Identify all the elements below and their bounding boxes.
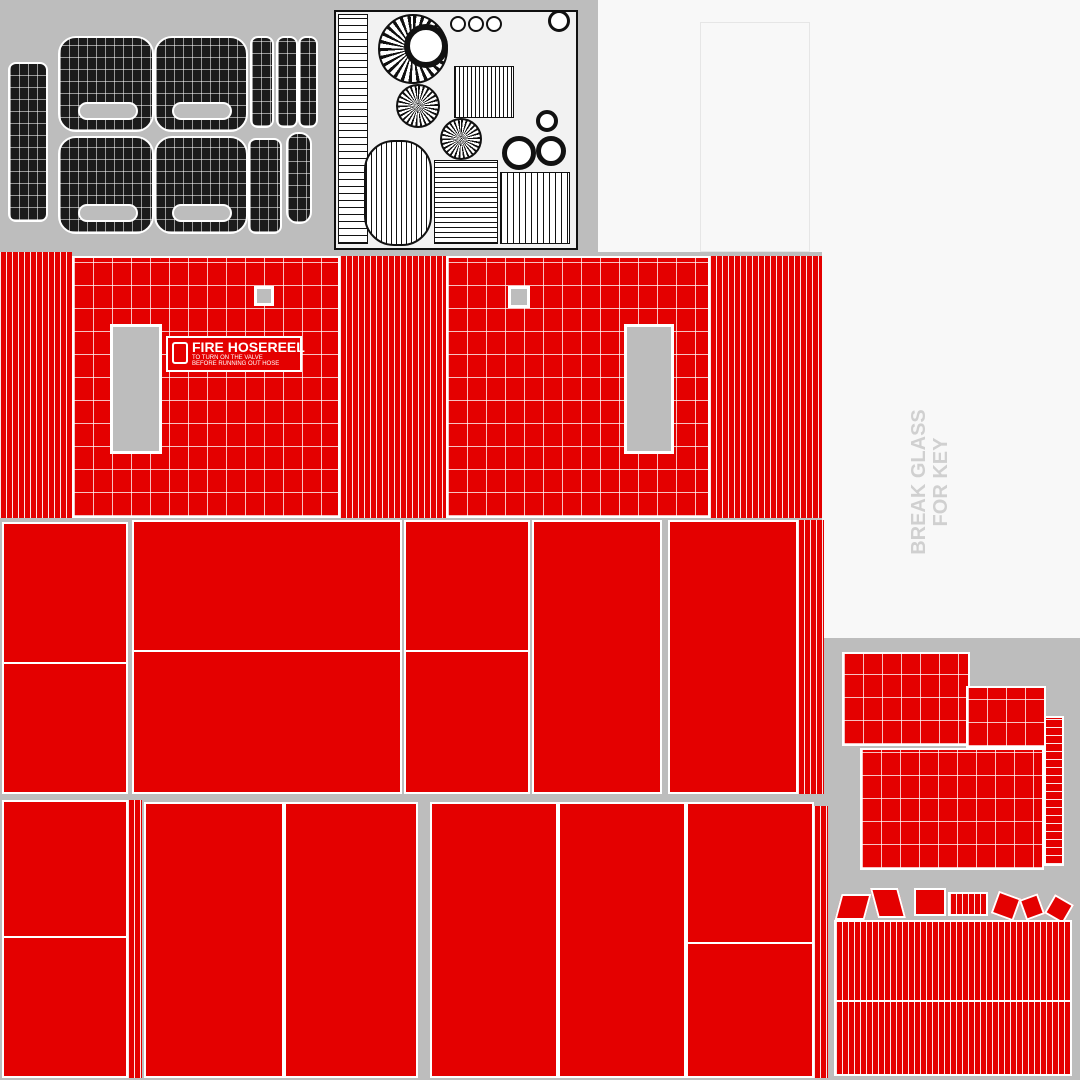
ring-part-5 [502,136,536,170]
bracket-piece-5 [990,890,1022,922]
gear-small-icon [396,84,440,128]
ring-part-8 [548,10,570,32]
break-glass-line2: FOR KEY [930,437,952,527]
slot-2 [172,102,232,120]
bracket-piece-3 [914,888,946,916]
mid-panel-5 [668,520,798,794]
reel-bar [338,14,368,244]
black-part-strip [8,62,48,222]
bracket-piece-6 [1018,893,1046,921]
gear-mid-icon [440,118,482,160]
slot-1 [78,102,138,120]
side-part-tabs [966,686,1046,748]
slot-3 [78,204,138,222]
bottom-strip [128,800,142,1078]
bottom-panel-5 [558,802,686,1078]
reel-bracket-2 [454,66,514,118]
black-part-small-4 [248,138,282,234]
ring-part-4 [486,16,502,32]
ring-part-3 [468,16,484,32]
bottom-right-block [834,920,1072,1076]
ring-part-6 [536,136,566,166]
mid-panel-1-rule [4,662,128,664]
black-part-small-2 [276,36,298,128]
mid-panel-2-rule [134,650,400,652]
bottom-right-rule [836,1000,1070,1002]
mid-panel-4 [532,520,662,794]
black-part-small-1 [250,36,274,128]
label-panel-outline [700,22,810,252]
bottom-panel-2 [144,802,284,1078]
sign-line1: TO TURN ON THE VALVE [192,355,263,361]
sign-line2: BEFORE RUNNING OUT HOSE [192,361,280,367]
mid-panel-2 [132,520,402,794]
bracket-piece-2 [869,888,907,918]
bottom-panel-4 [430,802,558,1078]
slot-4 [172,204,232,222]
label-panel-lower [822,252,1080,638]
black-part-small-3 [298,36,318,128]
mid-panel-1 [2,522,128,794]
bottom-edge-strip [814,806,828,1078]
mid-panel-3 [404,520,530,794]
reel-bracket [500,172,570,244]
reel-drum [364,140,432,246]
break-glass-label: BREAK GLASS FOR KEY [830,409,1030,555]
ring-part-1 [404,24,448,68]
break-glass-line1: BREAK GLASS [908,409,930,555]
bottom-panel-6-rule [688,942,812,944]
label-panel [598,0,1080,252]
fire-hose-sign: FIRE HOSEREEL TO TURN ON THE VALVE BEFOR… [166,336,305,372]
hose-icon [172,342,188,364]
lock-square-right [508,286,530,308]
side-part-grid [842,652,970,746]
bottom-panel-3 [284,802,418,1078]
black-part-small-5 [286,132,312,224]
edge-strips-right [710,256,822,518]
sign-title: FIRE HOSEREEL [192,339,305,355]
side-part-strip [1044,716,1064,866]
edge-strips-left [0,252,72,518]
lock-square-left [254,286,274,306]
ring-part-2 [450,16,466,32]
reel-plate [434,160,498,244]
edge-strips-center [340,256,446,518]
bottom-panel-6 [686,802,814,1078]
glass-window-left [110,324,162,454]
side-part-box [860,748,1044,870]
mid-panel-3-rule [406,650,528,652]
bottom-panel-1 [2,800,128,1078]
mid-edge-strips [798,520,824,794]
bracket-piece-1 [834,894,872,920]
bottom-panel-1-rule [4,936,128,938]
glass-window-right [624,324,674,454]
bracket-piece-4 [948,892,988,916]
ring-part-7 [536,110,558,132]
